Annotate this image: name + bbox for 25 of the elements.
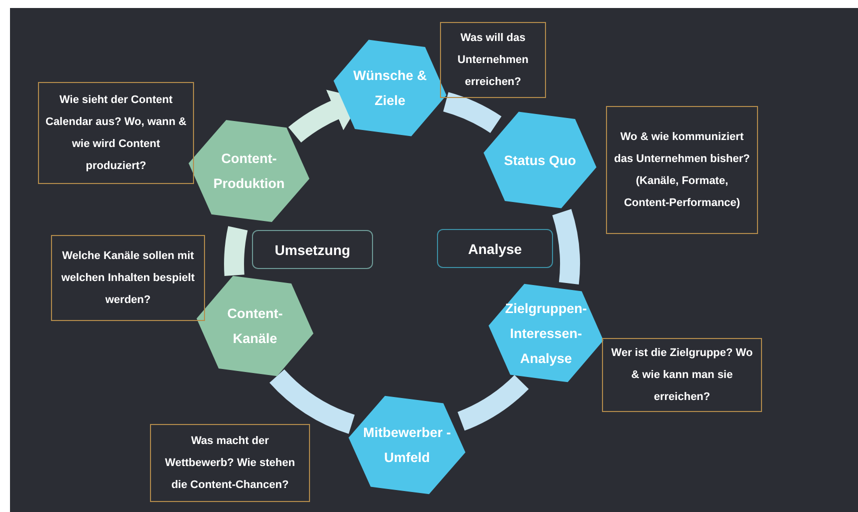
phase-label: Analyse xyxy=(468,240,522,256)
phase-label: Umsetzung xyxy=(274,242,350,258)
phase-label-box xyxy=(437,229,553,268)
question-box xyxy=(440,22,546,98)
question-box xyxy=(150,424,310,502)
cycle-connector xyxy=(552,210,580,284)
node-label: Content-Produktion xyxy=(212,150,286,193)
question-text: Was macht der Wettbewerb? Wie stehen die Content-Chancen? xyxy=(164,434,296,493)
node-label: Mitbewerber -Umfeld xyxy=(362,424,452,467)
question-text: Wer ist die Zielgruppe? Wo & wie kann man sie erreichen? xyxy=(610,346,754,405)
node-label: Content-Kanäle xyxy=(226,305,284,348)
cycle-connector xyxy=(457,374,528,430)
question-text: Welche Kanäle sollen mit welchen Inhalten bespielt werden? xyxy=(60,249,196,308)
question-text: Wie sieht der Content Calendar aus? Wo, wann & wie wird Content produziert? xyxy=(44,93,188,174)
question-box xyxy=(602,338,762,412)
question-text: Wo & wie kommuniziert das Unternehmen bisher? (Kanäle, Formate, Content-Performance) xyxy=(613,130,751,211)
node-label: Status Quo xyxy=(502,152,577,170)
question-box xyxy=(606,106,758,234)
question-box xyxy=(38,82,194,184)
question-box xyxy=(51,235,205,321)
cycle-connector xyxy=(270,369,356,434)
question-text: Was will das Unternehmen erreichen? xyxy=(456,31,530,90)
node-label: Zielgruppen-Interessen-Analyse xyxy=(504,300,588,368)
phase-label-box xyxy=(252,230,373,269)
node-label: Wünsche & Ziele xyxy=(352,67,428,110)
